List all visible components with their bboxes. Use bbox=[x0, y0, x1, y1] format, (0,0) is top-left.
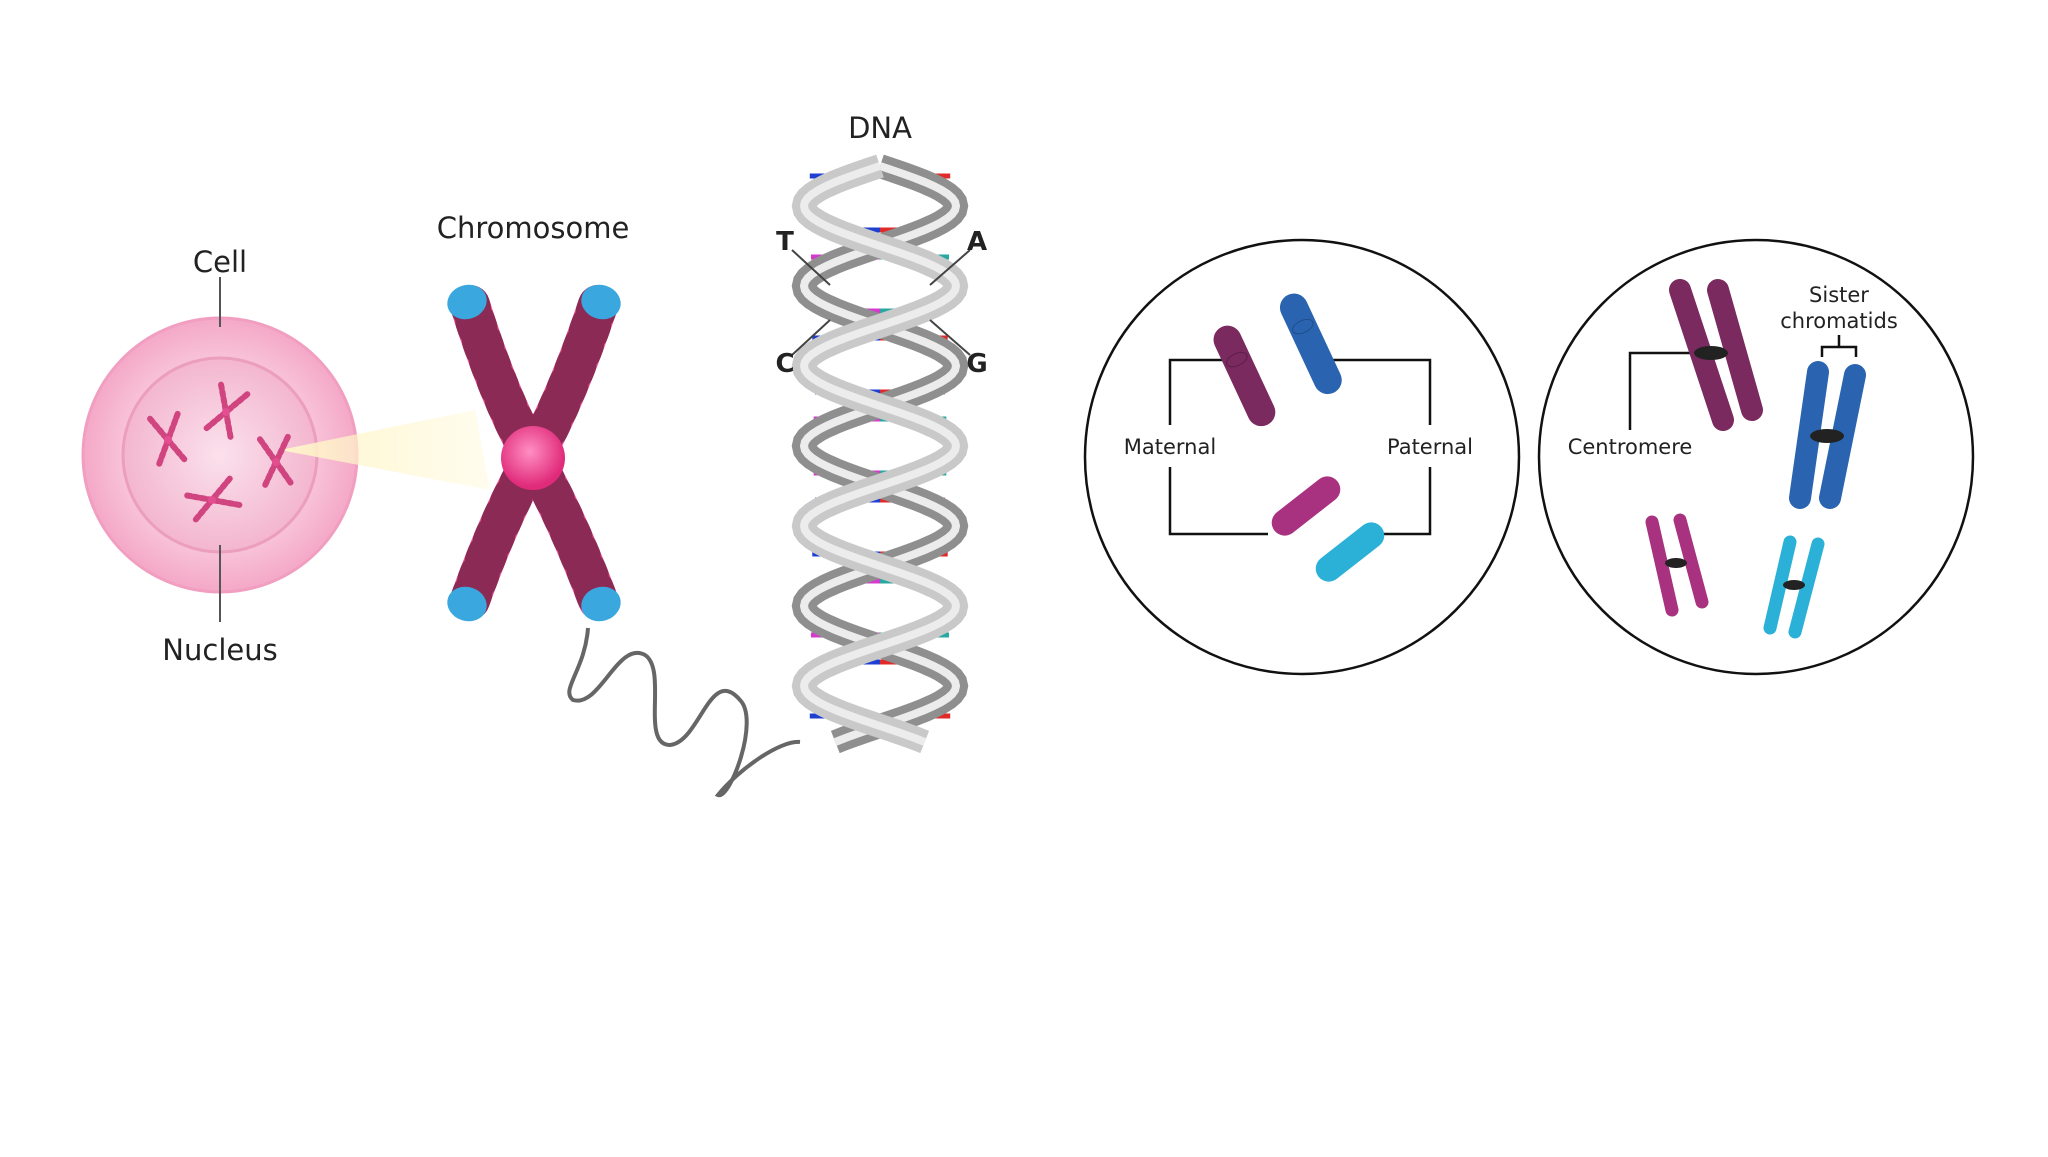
base-c-pointer bbox=[791, 319, 831, 356]
centromere-label: Centromere bbox=[1568, 435, 1693, 459]
maternal-label: Maternal bbox=[1124, 435, 1216, 459]
nucleus-label: Nucleus bbox=[162, 633, 277, 667]
centromere-bracket bbox=[1628, 351, 1710, 430]
sister-bracket bbox=[1820, 335, 1858, 357]
base-a-label: A bbox=[967, 227, 987, 257]
sister-label-line1: Sister bbox=[1809, 283, 1869, 307]
dna-thread bbox=[567, 627, 801, 797]
replicated-maternal-large bbox=[1669, 279, 1763, 431]
zoom-beam bbox=[280, 410, 490, 490]
cell-label: Cell bbox=[193, 245, 247, 279]
base-c-label: C bbox=[775, 349, 794, 379]
dna-label: DNA bbox=[848, 111, 912, 145]
homolog-circle bbox=[1083, 238, 1521, 676]
base-a-pointer bbox=[929, 249, 971, 286]
paternal-chromosome-large bbox=[1279, 293, 1342, 395]
chromosome-group: Chromosome bbox=[437, 211, 801, 797]
maternal-bracket bbox=[1168, 358, 1268, 536]
dna-backbone bbox=[791, 154, 969, 754]
replicated-circle bbox=[1537, 238, 1975, 676]
sister-label-line2: chromatids bbox=[1780, 309, 1898, 333]
maternal-chromosome-small bbox=[1271, 476, 1341, 536]
dna-group: DNA T A C G bbox=[775, 111, 988, 754]
paternal-chromosome-small bbox=[1315, 522, 1385, 582]
cell-group: Cell Nucleus bbox=[81, 245, 490, 667]
base-t-pointer bbox=[791, 249, 831, 286]
telomeres bbox=[447, 284, 621, 622]
replicated-maternal-small bbox=[1645, 513, 1709, 617]
chromosome-centromere bbox=[501, 426, 565, 490]
paternal-bracket bbox=[1320, 358, 1432, 536]
maternal-chromosome-large bbox=[1213, 325, 1276, 427]
homolog-panel: Maternal Paternal bbox=[1083, 238, 1521, 676]
base-g-label: G bbox=[966, 349, 987, 379]
base-g-pointer bbox=[929, 319, 971, 356]
replicated-panel: Centromere Sister chromatids bbox=[1537, 238, 1975, 676]
paternal-label: Paternal bbox=[1387, 435, 1473, 459]
replicated-paternal-large bbox=[1789, 361, 1866, 509]
base-t-label: T bbox=[776, 227, 794, 257]
dna-strand-highlight bbox=[799, 162, 961, 746]
replicated-paternal-small bbox=[1763, 535, 1825, 639]
chromosome-label: Chromosome bbox=[437, 211, 630, 245]
